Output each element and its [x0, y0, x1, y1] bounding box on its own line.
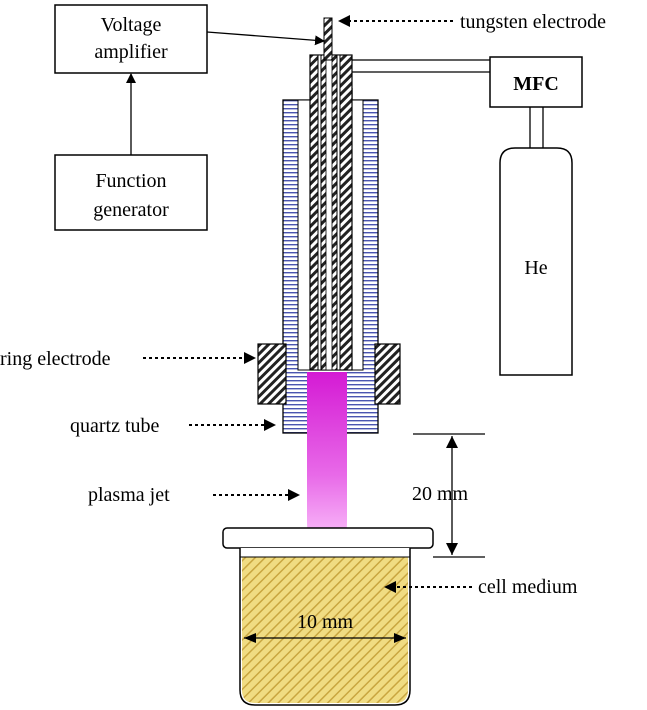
- inner-electrode-sheath: [309, 54, 353, 371]
- width-label: 10 mm: [297, 611, 354, 633]
- generator-label-line1: Function: [95, 170, 166, 192]
- cell-dish: [222, 527, 434, 706]
- gas-line: [345, 59, 490, 100]
- mfc-box: MFC: [489, 56, 583, 108]
- cell-medium-fill: [242, 557, 408, 703]
- quartz-label: quartz tube: [70, 415, 160, 437]
- mfc-label: MFC: [513, 73, 559, 95]
- generator-label-line2: generator: [93, 199, 169, 221]
- voltage-amplifier-box: Voltage amplifier: [54, 4, 208, 74]
- ring-electrode: [257, 343, 401, 405]
- ring-label: ring electrode: [0, 348, 111, 370]
- callouts: tungsten electrode ring electrode quartz…: [0, 11, 606, 598]
- plasma-jet: [307, 372, 347, 560]
- cell-label: cell medium: [478, 576, 578, 598]
- amplifier-wire: [206, 31, 325, 46]
- amplifier-label-line1: Voltage: [101, 14, 162, 36]
- width-dimension: 10 mm: [244, 611, 406, 643]
- gap-label: 20 mm: [412, 483, 469, 505]
- amplifier-label-line2: amplifier: [94, 41, 168, 63]
- plasma-label: plasma jet: [88, 484, 170, 506]
- helium-cylinder: He: [499, 147, 573, 376]
- tungsten-label: tungsten electrode: [460, 11, 606, 33]
- function-generator-box: Function generator: [54, 154, 208, 231]
- gap-dimension: 20 mm: [412, 433, 485, 558]
- gas-label: He: [524, 257, 547, 279]
- tungsten-electrode: [323, 17, 333, 61]
